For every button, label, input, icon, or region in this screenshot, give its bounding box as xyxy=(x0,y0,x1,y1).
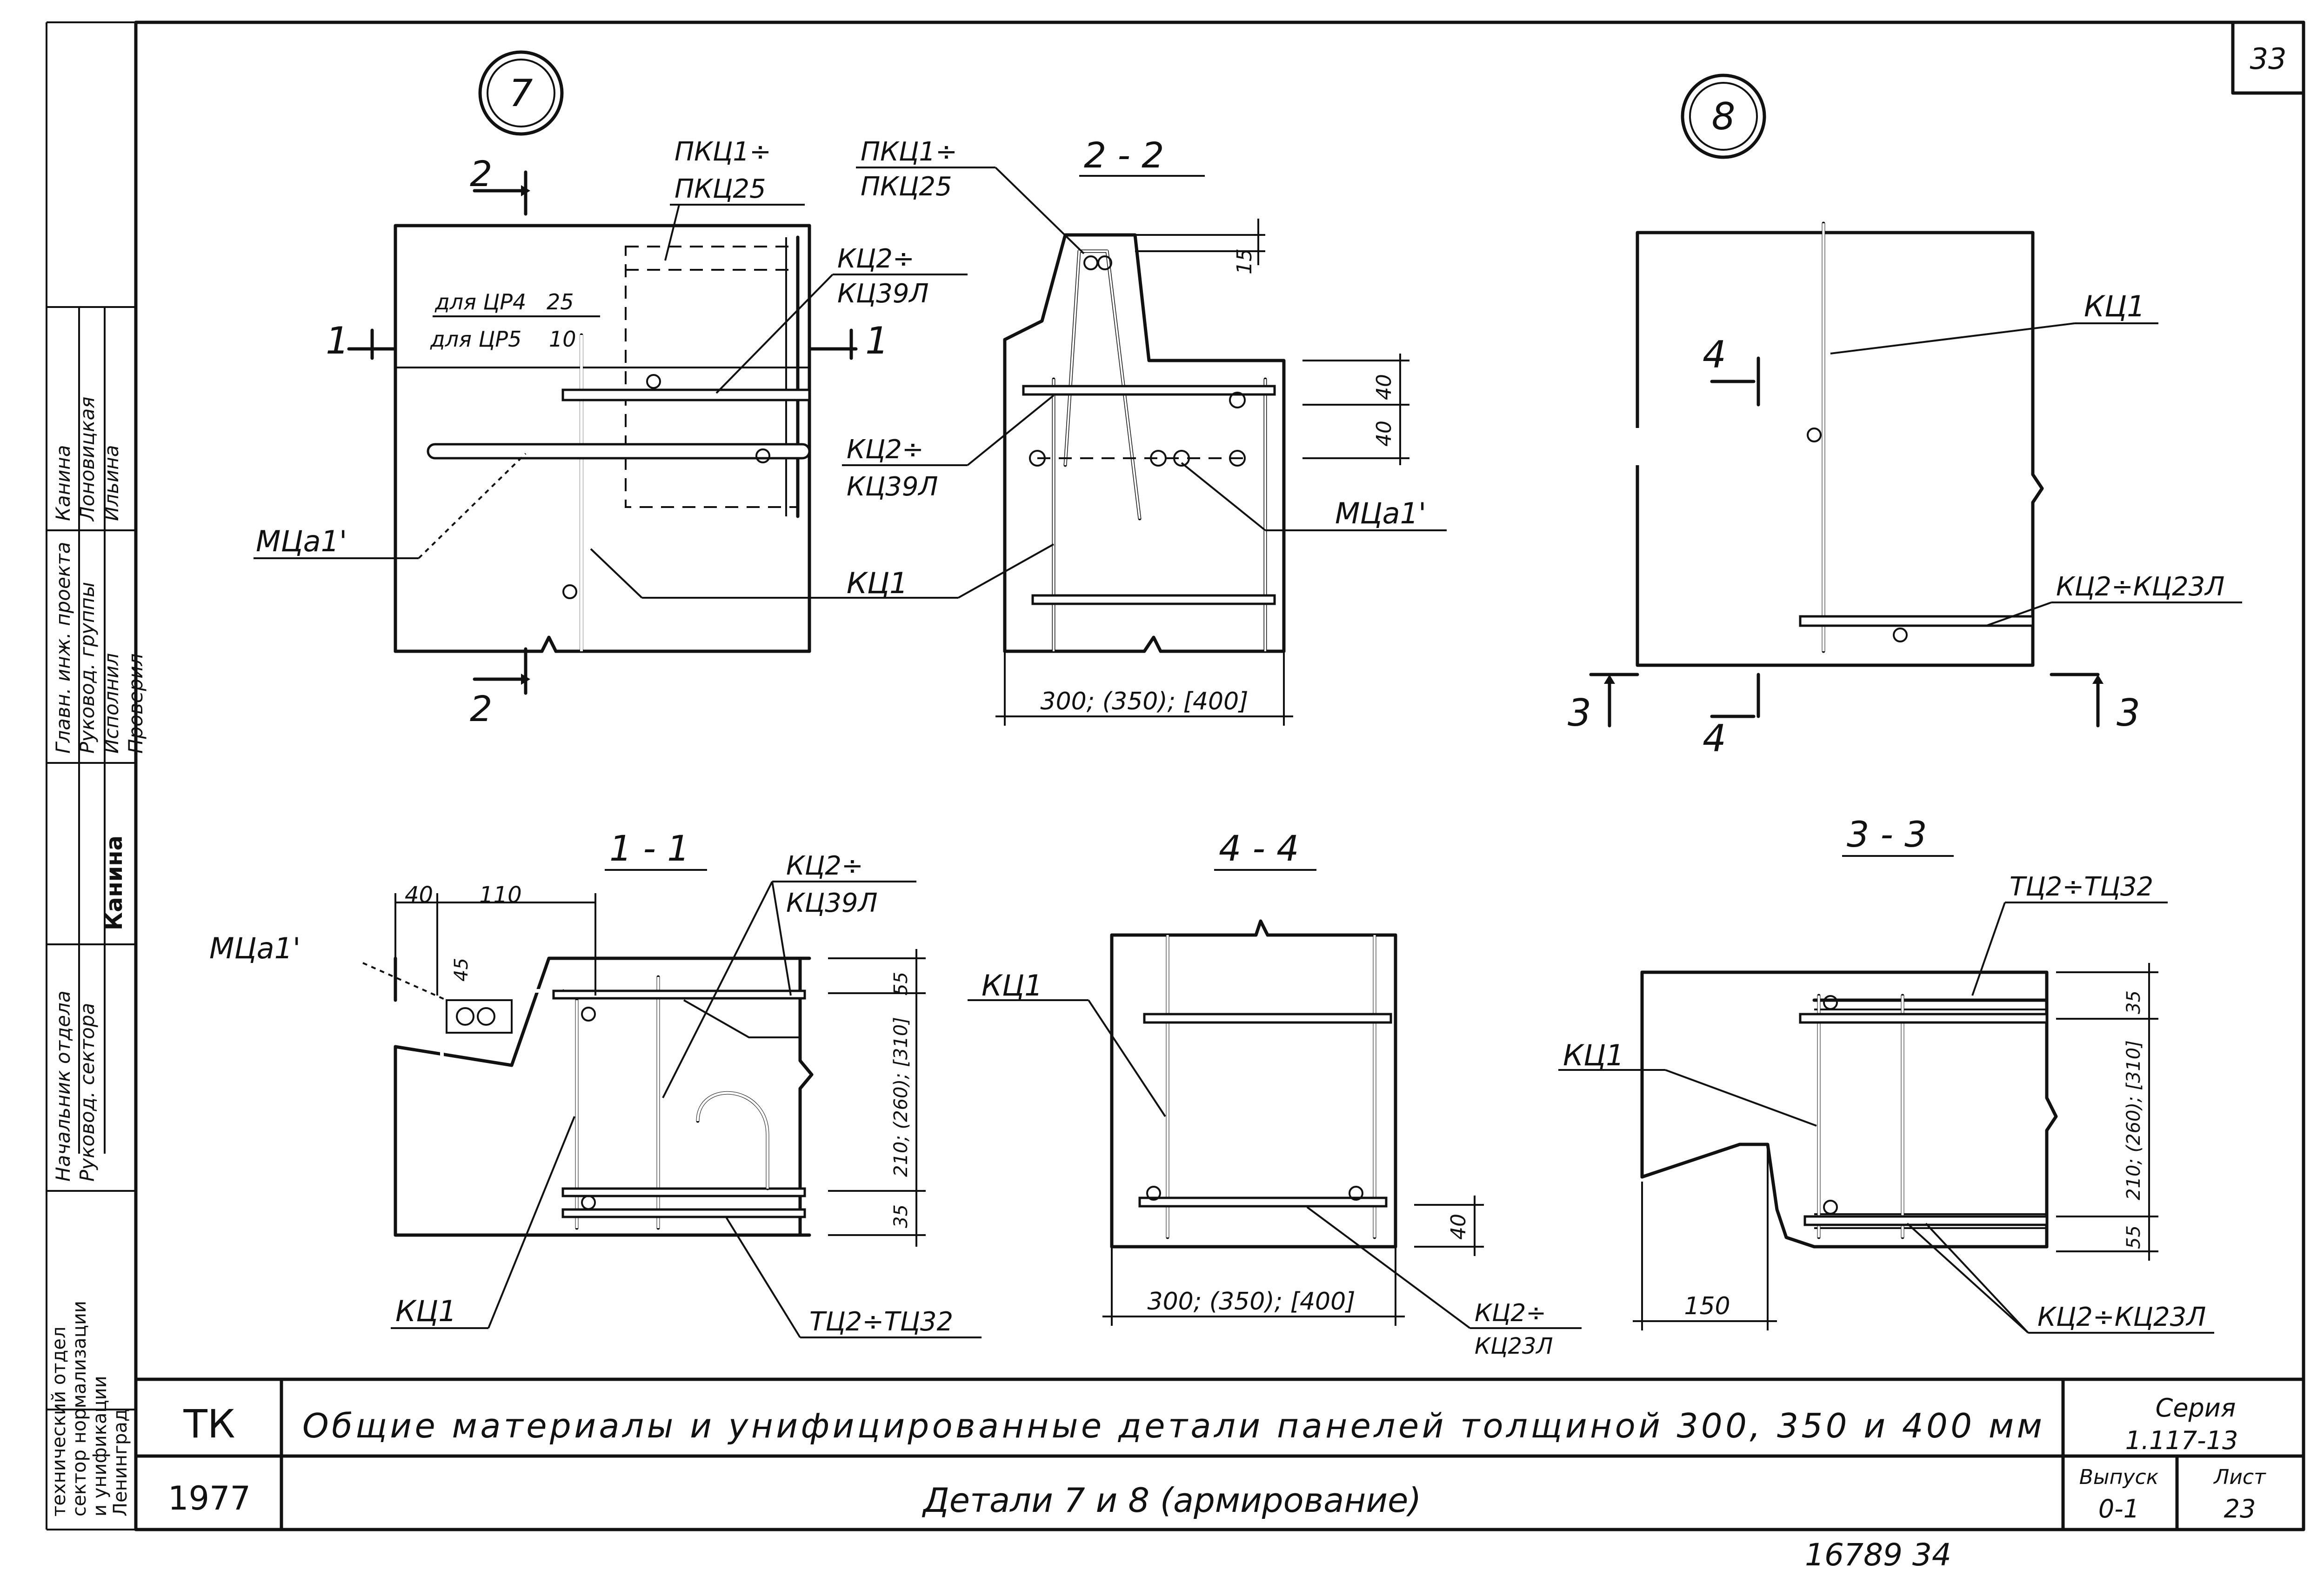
detail-7-note-b: для ЦР5 xyxy=(430,327,521,352)
org-stamp-1: сектор нормализации xyxy=(69,1301,90,1517)
detail-7: 7 2 2 1 1 ПКЦ1÷ xyxy=(254,50,968,729)
staff-strip: Главн. инж. проекта Руковод. группы Испо… xyxy=(47,306,147,1517)
name-2: Ильина xyxy=(100,445,123,521)
section-4-4-kc2-a: КЦ2÷ xyxy=(1475,1299,1546,1327)
detail-7-note-a-value: 25 xyxy=(547,289,574,314)
section-2-2-kc2-b: КЦ39Л xyxy=(847,472,938,502)
detail-7-kc2-a: КЦ2÷ xyxy=(837,244,915,274)
detail-7-cut-1-left: 1 xyxy=(326,319,349,362)
section-3-3-dim-mid: 210; (260); [310] xyxy=(2123,1040,2144,1200)
section-1-1: 1 - 1 40 110 45 xyxy=(209,828,982,1338)
section-1-1-dim-mid: 210; (260); [310] xyxy=(890,1017,912,1177)
dept-role-1: Руковод. сектора xyxy=(76,1003,99,1182)
section-2-2-pkc-b: ПКЦ25 xyxy=(861,172,952,202)
section-4-4-dim-40: 40 xyxy=(1447,1214,1470,1240)
section-1-1-dim-110: 110 xyxy=(479,882,522,908)
detail-7-mca: МЦа1' xyxy=(256,524,347,558)
detail-7-cut-2-bottom: 2 xyxy=(470,688,492,729)
name-1: Лоновицкая xyxy=(76,397,99,522)
detail-7-marker: 7 xyxy=(509,72,533,115)
section-3-3: 3 - 3 35 210; (260); [310] 55 150 ТЦ2÷ТЦ… xyxy=(1558,814,2214,1334)
section-2-2-dim-15: 15 xyxy=(1233,248,1256,274)
section-3-3-dim-150: 150 xyxy=(1684,1292,1730,1320)
section-1-1-title: 1 - 1 xyxy=(609,828,689,869)
detail-8-cut-3-right: 3 xyxy=(2117,691,2140,735)
section-2-2-mca: МЦа1' xyxy=(1335,496,1426,530)
sheet-label: Лист xyxy=(2213,1465,2266,1489)
section-2-2-dim-40a: 40 xyxy=(1372,374,1396,400)
sheet-title-line2: Детали 7 и 8 (армирование) xyxy=(922,1481,1422,1520)
detail-8: 8 КЦ1 КЦ2÷КЦ23Л 4 4 3 3 xyxy=(1568,74,2242,760)
section-1-1-kc2-b: КЦ39Л xyxy=(786,888,878,918)
section-1-1-mca: МЦа1' xyxy=(209,931,301,965)
staff-roles: Главн. инж. проекта Руковод. группы Испо… xyxy=(52,542,147,754)
section-1-1-dim-35: 35 xyxy=(890,1204,912,1228)
dept-roles: Начальник отдела Руковод. сектора xyxy=(52,990,99,1182)
detail-8-cut-3-left: 3 xyxy=(1568,691,1591,735)
detail-7-cut-2-top: 2 xyxy=(470,153,492,194)
dept-role-0: Начальник отдела xyxy=(52,990,74,1182)
section-3-3-title: 3 - 3 xyxy=(1847,814,1927,855)
section-1-1-kc1: КЦ1 xyxy=(395,1294,457,1328)
year: 1977 xyxy=(168,1479,251,1517)
detail-8-kc1: КЦ1 xyxy=(2084,289,2145,323)
section-3-3-kc2: КЦ2÷КЦ23Л xyxy=(2037,1302,2206,1332)
detail-7-kc2-b: КЦ39Л xyxy=(837,279,929,309)
bottom-number: 16789 34 xyxy=(1805,1537,1951,1573)
checker-name: Канина xyxy=(101,835,127,930)
org-stamp-2: и унификации xyxy=(89,1376,111,1517)
detail-8-kc2: КЦ2÷КЦ23Л xyxy=(2056,572,2224,602)
section-2-2: 2 - 2 15 40 40 xyxy=(842,134,1447,726)
role-1: Руковод. группы xyxy=(76,582,99,754)
org-code: ТК xyxy=(183,1401,235,1447)
detail-7-pkc-b: ПКЦ25 xyxy=(674,174,766,204)
series-label: Серия xyxy=(2156,1393,2236,1423)
detail-7-pkc-a: ПКЦ1÷ xyxy=(674,137,771,167)
series-value: 1.117-13 xyxy=(2125,1426,2238,1455)
detail-7-note-a: для ЦР4 xyxy=(434,289,526,314)
role-0: Главн. инж. проекта xyxy=(52,542,74,754)
detail-8-marker: 8 xyxy=(1712,95,1736,138)
detail-8-cut-4-bottom: 4 xyxy=(1703,717,1726,760)
issue-value: 0-1 xyxy=(2098,1494,2139,1524)
name-0: Канина xyxy=(52,445,74,521)
role-2: Исполнил xyxy=(100,653,123,754)
org-stamp: технический отдел сектор нормализации и … xyxy=(48,1301,131,1517)
section-4-4-title: 4 - 4 xyxy=(1219,828,1299,869)
staff-names: Канина Лоновицкая Ильина xyxy=(52,397,123,522)
section-3-3-dim-55: 55 xyxy=(2123,1225,2144,1249)
sheet-title-line1: Общие материалы и унифицированные детали… xyxy=(302,1406,2042,1445)
section-3-3-tc: ТЦ2÷ТЦ32 xyxy=(2010,872,2153,902)
section-4-4-width: 300; (350); [400] xyxy=(1147,1288,1355,1316)
title-block: ТК 1977 Общие материалы и унифицированны… xyxy=(134,1377,2305,1531)
section-2-2-kc1: КЦ1 xyxy=(847,566,908,600)
section-4-4-kc2-b: КЦ23Л xyxy=(1475,1333,1553,1359)
section-3-3-dim-35: 35 xyxy=(2123,990,2144,1014)
section-2-2-dim-40b: 40 xyxy=(1372,421,1396,447)
detail-7-note-b-value: 10 xyxy=(549,327,576,352)
section-1-1-dim-40: 40 xyxy=(405,882,433,908)
role-3: Проверил xyxy=(124,654,147,754)
section-1-1-kc2-a: КЦ2÷ xyxy=(786,851,863,881)
detail-7-cut-1-right: 1 xyxy=(865,319,889,362)
section-2-2-kc2-a: КЦ2÷ xyxy=(847,434,924,465)
section-1-1-tc: ТЦ2÷ТЦ32 xyxy=(809,1307,953,1337)
section-3-3-kc1: КЦ1 xyxy=(1563,1038,1624,1072)
detail-7-kc1: КЦ1 xyxy=(847,566,908,600)
detail-8-cut-4-top: 4 xyxy=(1703,333,1726,376)
section-4-4: 4 - 4 40 300; (350); [400] КЦ1 КЦ2÷ КЦ23… xyxy=(968,828,1582,1359)
section-1-1-dim-55: 55 xyxy=(890,972,912,996)
sheet-value: 23 xyxy=(2224,1494,2256,1524)
section-2-2-title: 2 - 2 xyxy=(1084,134,1164,176)
org-stamp-0: технический отдел xyxy=(48,1327,70,1517)
section-2-2-pkc-a: ПКЦ1÷ xyxy=(861,137,957,167)
section-1-1-dim-45: 45 xyxy=(451,958,472,982)
section-2-2-width: 300; (350); [400] xyxy=(1040,688,1248,715)
org-stamp-3: Ленинград xyxy=(110,1409,131,1517)
sheet-frame: 33 xyxy=(46,20,2305,1531)
issue-label: Выпуск xyxy=(2079,1465,2159,1489)
corner-number: 33 xyxy=(2250,42,2287,76)
section-4-4-kc1: КЦ1 xyxy=(982,969,1043,1002)
